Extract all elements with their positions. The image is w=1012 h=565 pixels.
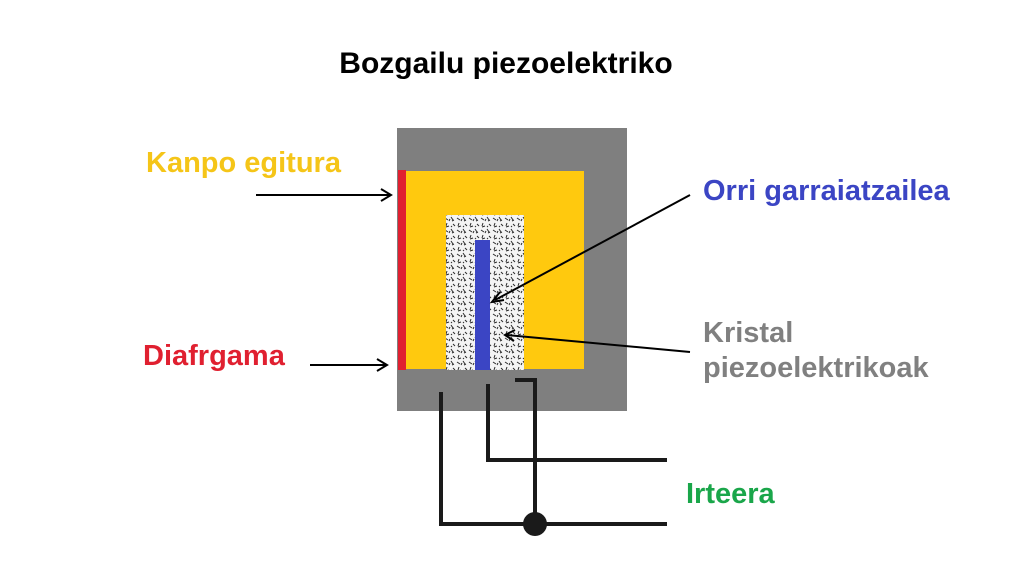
- arrow-kristal: [506, 334, 691, 353]
- output-wires: [439, 378, 667, 526]
- label-piezo-crystals-line1: Kristal: [703, 317, 794, 349]
- diaphragm: [398, 170, 406, 370]
- wire-middle: [486, 384, 667, 462]
- label-arrows: [256, 188, 691, 372]
- wire-left: [439, 392, 667, 526]
- label-diaphragm: Diafrgama: [143, 340, 285, 372]
- label-piezo-crystals-line2: piezoelektrikoak: [703, 351, 929, 384]
- label-output: Irteera: [686, 478, 775, 510]
- wire-junction: [523, 512, 547, 536]
- diagram-title: Bozgailu piezoelektriko: [339, 47, 673, 80]
- carrier-sheet: [475, 240, 490, 370]
- label-outer-structure: Kanpo egitura: [146, 147, 341, 179]
- wire-right: [515, 378, 537, 524]
- label-piezo-crystals: Kristal piezoelektrikoak: [703, 316, 929, 386]
- arrow-orri: [494, 194, 691, 301]
- label-carrier-sheet: Orri garraiatzailea: [703, 175, 950, 207]
